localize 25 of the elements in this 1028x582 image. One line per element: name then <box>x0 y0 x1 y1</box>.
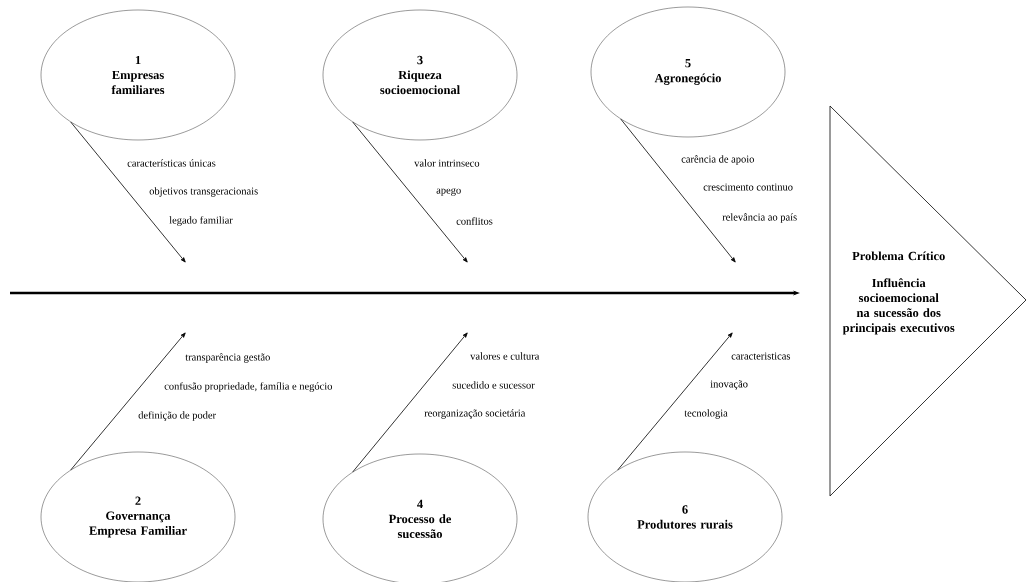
cause-label: definição de poder <box>138 411 216 421</box>
cause-label: objetivos transgeracionais <box>149 187 258 197</box>
arrow <box>620 118 736 263</box>
cause-label: legado familiar <box>169 216 233 226</box>
problem-triangle: Problema Crítico Influência socioemocional na sucessão dos principais executivos <box>829 105 1027 497</box>
arrow <box>617 332 733 471</box>
cause-label: tecnologia <box>684 409 728 419</box>
cause-label: crescimento continuo <box>703 183 793 191</box>
cause-label: valores e cultura <box>470 352 540 360</box>
arrow <box>352 332 468 473</box>
cause-label: sucedido e sucessor <box>452 381 535 389</box>
cause-label: confusão propriedade, família e negócio <box>164 382 332 392</box>
cause-label: características únicas <box>127 159 216 167</box>
cause-label: caracteristicas <box>731 352 791 360</box>
arrow <box>352 121 468 263</box>
cause-label: apego <box>436 188 461 196</box>
cause-label: carência de apoio <box>681 155 754 165</box>
cause-label: reorganização societária <box>424 409 526 419</box>
cause-label: inovação <box>710 380 748 390</box>
cause-label: transparência gestão <box>185 353 270 363</box>
arrow <box>70 332 186 471</box>
arrow <box>70 121 186 263</box>
cause-label: valor intrinseco <box>414 159 480 167</box>
cause-label: conflitos <box>456 217 493 225</box>
cause-label: relevância ao país <box>722 213 797 223</box>
